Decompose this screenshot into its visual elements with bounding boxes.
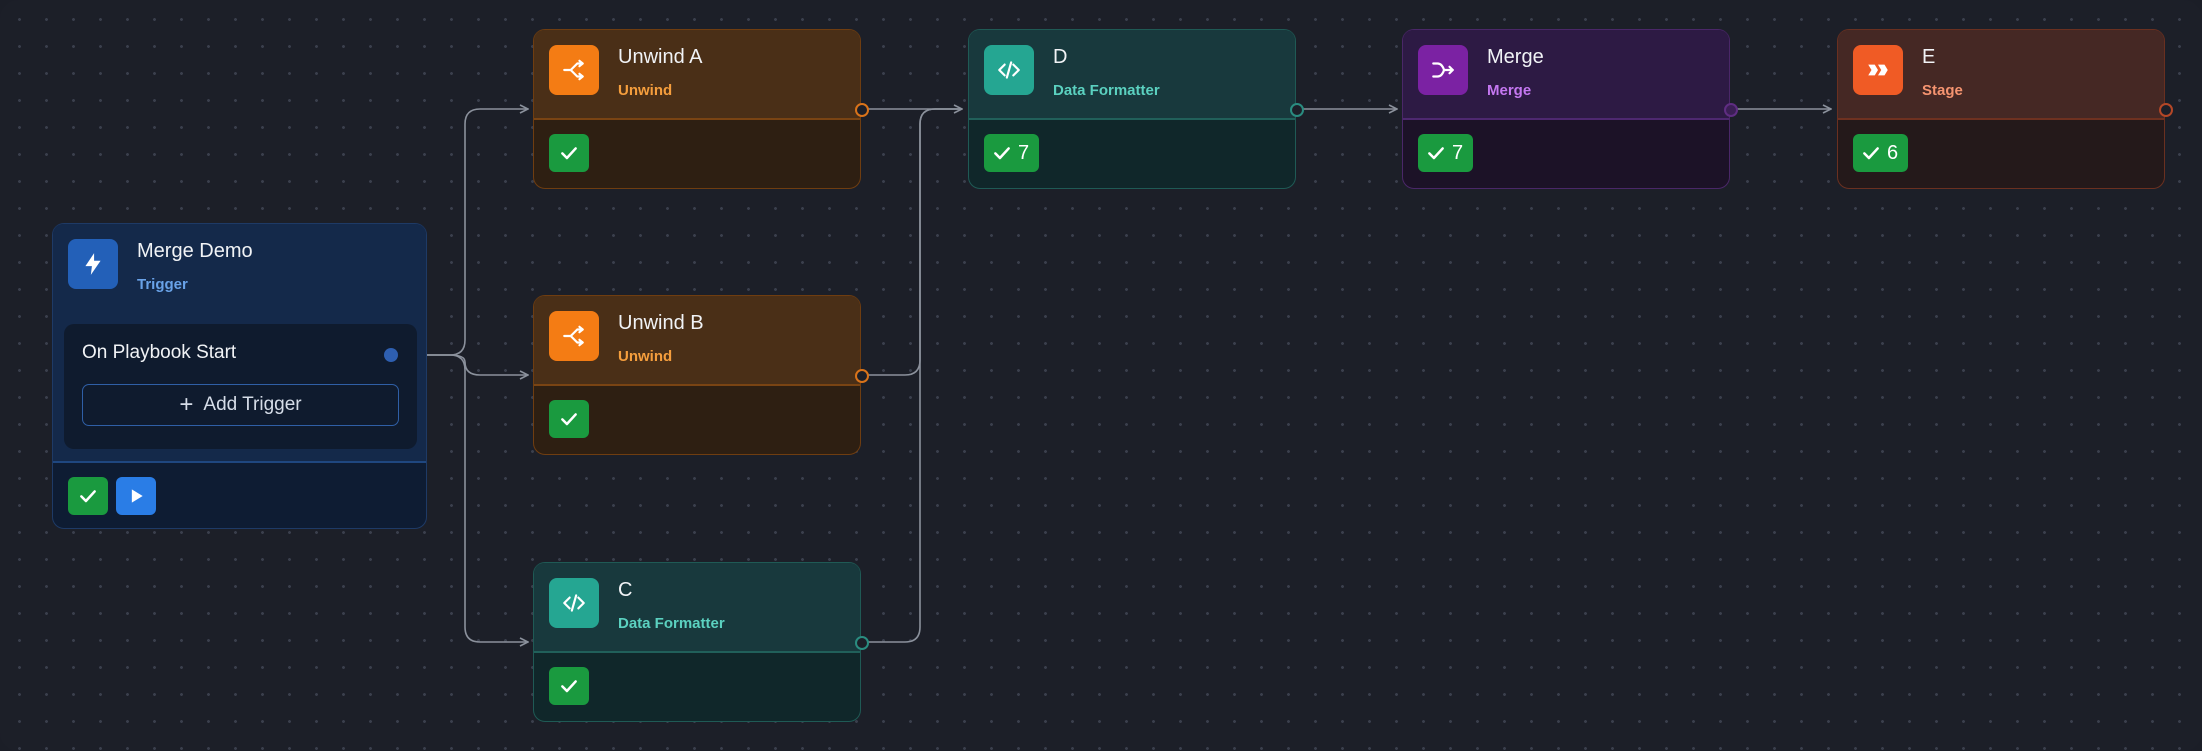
node-c[interactable]: C Data Formatter xyxy=(533,562,869,722)
trigger-output-handle[interactable] xyxy=(384,348,398,362)
output-handle[interactable] xyxy=(855,369,869,383)
node-type: Unwind xyxy=(618,82,673,99)
node-type: Stage xyxy=(1922,82,1963,99)
node-d[interactable]: D Data Formatter 7 xyxy=(968,29,1304,189)
shuffle-icon xyxy=(549,311,599,361)
success-count: 7 xyxy=(1452,141,1464,164)
trigger-section: On Playbook Start + Add Trigger xyxy=(53,314,426,463)
check-icon xyxy=(1428,147,1444,160)
node-title: C xyxy=(618,579,633,601)
node-body: 7 xyxy=(1403,120,1729,188)
success-count: 6 xyxy=(1887,141,1899,164)
trigger-node-footer xyxy=(53,463,426,527)
check-icon xyxy=(994,147,1010,160)
node-body xyxy=(534,386,860,454)
node-title: Merge xyxy=(1487,46,1544,68)
output-handle[interactable] xyxy=(1290,103,1304,117)
plus-icon: + xyxy=(179,391,194,418)
node-header[interactable]: Unwind A Unwind xyxy=(534,30,869,120)
check-icon xyxy=(561,147,577,160)
success-count-badge[interactable]: 7 xyxy=(1418,134,1474,172)
node-type: Data Formatter xyxy=(1053,82,1160,99)
success-badge[interactable] xyxy=(549,400,589,438)
success-count: 7 xyxy=(1018,141,1030,164)
success-badge[interactable] xyxy=(549,134,589,172)
success-badge[interactable] xyxy=(549,667,589,705)
node-title: Unwind A xyxy=(618,46,703,68)
node-title: Merge Demo xyxy=(137,240,253,262)
node-header[interactable]: E Stage xyxy=(1838,30,2173,120)
check-icon xyxy=(80,490,96,503)
trigger-node[interactable]: Merge Demo Trigger On Playbook Start + A… xyxy=(52,223,427,529)
node-merge[interactable]: Merge Merge 7 xyxy=(1402,29,1738,189)
output-handle[interactable] xyxy=(1724,103,1738,117)
success-count-badge[interactable]: 6 xyxy=(1853,134,1909,172)
node-unwind-a[interactable]: Unwind A Unwind xyxy=(533,29,869,189)
node-title: D xyxy=(1053,46,1068,68)
node-header[interactable]: C Data Formatter xyxy=(534,563,869,653)
node-e[interactable]: E Stage 6 xyxy=(1837,29,2173,189)
check-icon xyxy=(561,413,577,426)
output-handle[interactable] xyxy=(855,636,869,650)
run-button[interactable] xyxy=(116,477,156,515)
merge-icon xyxy=(1418,45,1468,95)
bolt-icon xyxy=(68,239,118,289)
node-header[interactable]: D Data Formatter xyxy=(969,30,1304,120)
check-icon xyxy=(561,680,577,693)
output-handle[interactable] xyxy=(2159,103,2173,117)
node-body xyxy=(534,120,860,188)
edge-c-to-d xyxy=(866,108,962,643)
node-header[interactable]: Unwind B Unwind xyxy=(534,296,869,386)
node-type: Merge xyxy=(1487,82,1532,99)
trigger-node-header[interactable]: Merge Demo Trigger xyxy=(53,224,426,314)
output-handle[interactable] xyxy=(855,103,869,117)
code-icon xyxy=(549,578,599,628)
trigger-label: On Playbook Start xyxy=(82,342,237,363)
node-type: Data Formatter xyxy=(618,615,725,632)
success-count-badge[interactable]: 7 xyxy=(984,134,1040,172)
node-title: E xyxy=(1922,46,1936,68)
code-icon xyxy=(984,45,1034,95)
node-unwind-b[interactable]: Unwind B Unwind xyxy=(533,295,869,455)
play-icon xyxy=(131,489,143,503)
add-trigger-label: Add Trigger xyxy=(203,394,302,415)
node-body: 7 xyxy=(969,120,1295,188)
node-title: Unwind B xyxy=(618,312,704,334)
node-header[interactable]: Merge Merge xyxy=(1403,30,1738,120)
node-type: Trigger xyxy=(137,276,188,293)
edge-unwind-b-to-d xyxy=(866,108,962,376)
node-body xyxy=(534,653,860,721)
trigger-card[interactable]: On Playbook Start + Add Trigger xyxy=(64,324,417,449)
node-type: Unwind xyxy=(618,348,673,365)
node-body: 6 xyxy=(1838,120,2164,188)
stage-icon xyxy=(1853,45,1903,95)
shuffle-icon xyxy=(549,45,599,95)
check-icon xyxy=(1863,147,1879,160)
add-trigger-button[interactable]: + Add Trigger xyxy=(82,384,399,426)
success-badge[interactable] xyxy=(68,477,108,515)
